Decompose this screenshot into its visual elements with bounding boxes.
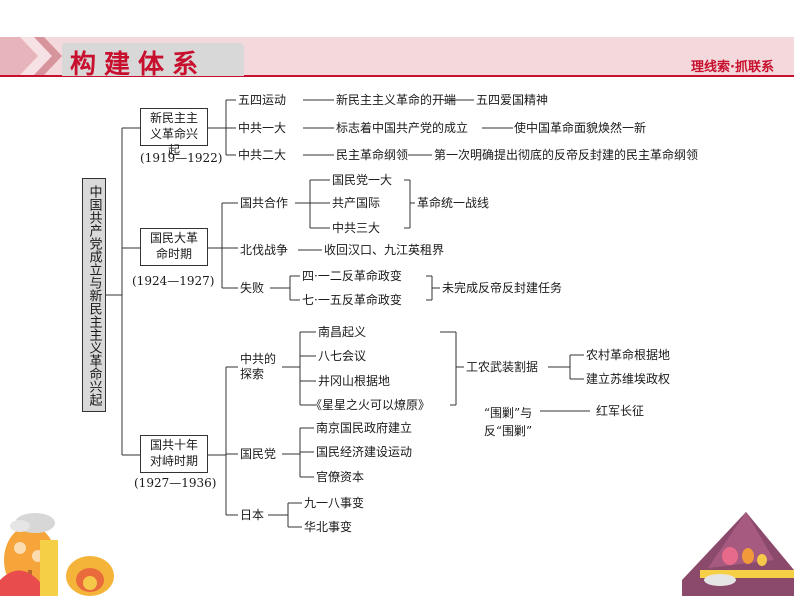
node-guanliao: 官僚资本 (316, 470, 365, 484)
node-yida-effect: 使中国革命面貌焕然一新 (514, 121, 647, 135)
node-erda-effect: 第一次明确提出彻底的反帝反封建的民主革命纲领 (434, 148, 699, 162)
node-riben: 日本 (240, 508, 265, 522)
node-hezuo: 国共合作 (240, 196, 289, 210)
node-gongchan: 共产国际 (332, 196, 381, 210)
root-topic: 中国共产党成立与新民主主义革命兴起 (82, 178, 106, 412)
node-shibai: 失败 (240, 281, 265, 295)
period-box-2: 国民大革命时期 (140, 228, 208, 266)
node-sanda: 中共三大 (332, 221, 381, 235)
node-gongnong: 工农武装割据 (466, 360, 539, 374)
node-jingji: 国民经济建设运动 (316, 445, 413, 459)
node-suwei: 建立苏维埃政权 (586, 372, 671, 386)
node-wusi-spirit: 五四爱国精神 (476, 93, 549, 107)
node-wusi: 五四运动 (238, 93, 287, 107)
node-nongcun: 农村革命根据地 (586, 348, 671, 362)
node-gmd: 国民党 (240, 447, 277, 461)
node-jiuyiba: 九一八事变 (304, 496, 365, 510)
node-erda: 中共二大 (238, 148, 287, 162)
header-rule (0, 75, 794, 77)
node-erda-desc: 民主革命纲领 (336, 148, 409, 162)
node-xingxing: 《星星之火可以燎原》 (310, 398, 431, 412)
period-box-1: 新民主主义革命兴起 (140, 108, 208, 157)
node-baqi: 八七会议 (318, 349, 367, 363)
node-beifa-desc: 收回汉口、九江英租界 (324, 243, 445, 257)
period-1-years: (1919—1922) (140, 151, 223, 165)
node-gmd1: 国民党一大 (332, 173, 393, 187)
node-huabei: 华北事变 (304, 520, 353, 534)
title-background (62, 43, 244, 76)
node-weijiao: “围剿”与反“围剿” (483, 406, 533, 438)
node-nanchang: 南昌起义 (318, 325, 367, 339)
period-2-title: 国民大革命时期 (149, 231, 198, 261)
node-siyier: 四·一二反革命政变 (302, 269, 402, 283)
node-yida-desc: 标志着中国共产党的成立 (336, 121, 469, 135)
page-subtitle: 理线索·抓联系 (691, 60, 774, 75)
node-qiyiwu: 七·一五反革命政变 (302, 293, 402, 307)
page-title: 构建体系 (70, 50, 207, 80)
node-nanjing: 南京国民政府建立 (316, 421, 413, 435)
node-jinggang: 井冈山根据地 (318, 374, 391, 388)
period-3-title: 国共十年对峙时期 (149, 438, 198, 468)
node-tansuo: 中共的探索 (240, 352, 277, 381)
node-wusi-desc: 新民主主义革命的开端 (336, 93, 457, 107)
period-3-years: (1927—1936) (134, 476, 217, 490)
node-weiwancheng: 未完成反帝反封建任务 (442, 281, 563, 295)
period-1-title: 新民主主义革命兴起 (149, 111, 198, 157)
period-box-3: 国共十年对峙时期 (140, 435, 208, 473)
node-yida: 中共一大 (238, 121, 287, 135)
node-changzheng: 红军长征 (596, 404, 645, 418)
node-tongyi: 革命统一战线 (417, 196, 490, 210)
period-2-years: (1924—1927) (132, 274, 215, 288)
node-beifa: 北伐战争 (240, 243, 289, 257)
